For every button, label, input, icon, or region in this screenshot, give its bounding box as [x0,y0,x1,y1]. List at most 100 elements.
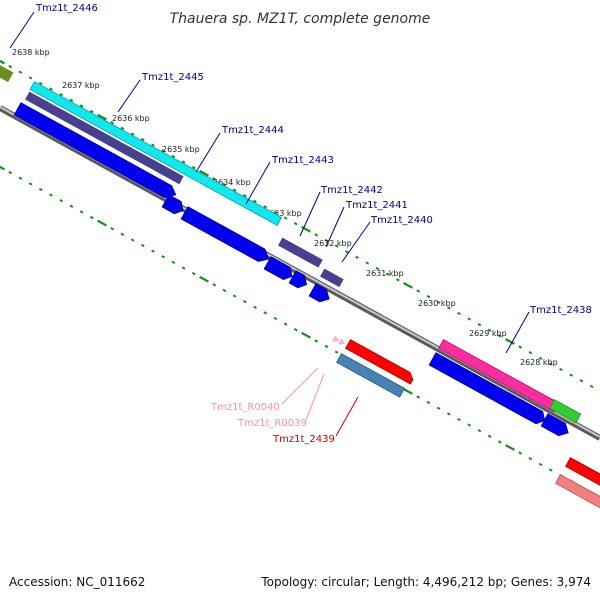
minor-tick [171,154,176,158]
gene-label-r0040[interactable]: Tmz1t_R0040 [210,402,280,413]
minor-tick [477,323,482,327]
feature-blue-7[interactable] [428,352,548,427]
minor-tick [89,215,94,220]
minor-tick [416,289,421,293]
minor-tick [344,250,349,254]
minor-tick [528,457,533,461]
feature-olive[interactable] [0,57,14,83]
minor-tick [518,451,523,455]
minor-tick [181,266,186,270]
feature-steel[interactable] [336,353,406,398]
minor-tick [49,87,53,91]
feature-blue-6[interactable] [308,283,332,305]
gene-label-2439[interactable]: Tmz1t_2439 [272,434,335,445]
minor-tick [559,367,563,372]
minor-tick [457,311,461,316]
minor-tick [171,260,176,264]
tick-label-2635: 2635 kbp [162,145,200,154]
major-tick [301,331,311,339]
minor-tick [263,311,268,315]
minor-tick [181,160,186,164]
minor-tick [314,339,319,343]
gene-labels: Tmz1t_2446 Tmz1t_2445 Tmz1t_2444 Tmz1t_2… [35,3,592,445]
feature-tmz1t-2442[interactable] [320,268,344,288]
gene-label-2441[interactable]: Tmz1t_2441 [345,200,408,211]
minor-tick [579,379,584,383]
minor-tick [59,93,64,97]
major-tick [0,59,5,65]
feature-blue-8[interactable] [540,413,571,439]
major-tick [301,225,311,233]
gene-label-2438[interactable]: Tmz1t_2438 [529,305,592,316]
minor-tick [426,294,431,299]
minor-tick [487,328,492,332]
feature-salmon-bottom[interactable] [555,474,600,513]
tick-label-2628: 2628 kbp [520,358,558,367]
gene-label-2442[interactable]: Tmz1t_2442 [320,185,383,196]
minor-tick [140,137,145,142]
minor-tick [355,255,359,259]
features [0,57,600,513]
major-tick [505,338,515,345]
minor-tick [334,244,339,248]
minor-tick [365,261,370,265]
minor-tick [293,328,298,332]
minor-tick [528,351,533,355]
feature-tmz1t-r0039[interactable] [338,338,347,347]
minor-tick [283,322,288,326]
gene-label-2445[interactable]: Tmz1t_2445 [141,72,204,83]
tick-label-2637: 2637 kbp [62,81,100,90]
minor-tick [477,429,482,433]
feature-tmz1t-r0040[interactable] [332,335,341,344]
feature-blue-3[interactable] [180,206,272,266]
minor-tick [242,194,247,198]
minor-tick [212,177,217,181]
minor-tick [283,216,288,220]
minor-tick [569,373,574,377]
feature-tmz1t-2439[interactable] [345,339,416,385]
minor-tick [457,417,461,422]
gene-label-r0039[interactable]: Tmz1t_R0039 [237,418,307,429]
minor-tick [212,283,217,287]
feature-blue-4[interactable] [263,256,295,283]
minor-tick [38,81,43,86]
minor-tick [467,423,472,427]
minor-tick [487,434,492,438]
gene-label-2444[interactable]: Tmz1t_2444 [221,125,284,136]
feature-blue-2[interactable] [161,194,186,217]
minor-tick [140,243,145,248]
minor-tick [253,199,257,203]
minor-tick [120,232,125,236]
minor-tick [324,238,329,243]
minor-tick [334,350,339,354]
feature-tmz1t-2445[interactable] [29,81,283,226]
minor-tick [69,204,74,208]
feature-tmz1t-2443[interactable] [278,237,323,268]
minor-tick [130,132,135,136]
major-tick [97,113,107,121]
minor-tick [49,193,53,197]
gene-label-2440[interactable]: Tmz1t_2440 [370,215,433,226]
tick-label-2630: 2630 kbp [418,299,456,308]
feature-blue-5[interactable] [288,270,310,291]
feature-red-bottom[interactable] [565,457,600,492]
minor-tick [191,165,196,170]
accession-text: Accession: NC_011662 [9,575,145,589]
minor-tick [385,272,390,276]
tick-label-2632: 2632 kbp [314,239,352,248]
minor-tick [8,170,13,175]
minor-tick [497,440,502,444]
minor-tick [518,345,523,349]
minor-tick [79,210,84,214]
feature-tmz1t-2444[interactable] [25,91,184,185]
gene-label-2443[interactable]: Tmz1t_2443 [271,155,334,166]
topology-text: Topology: circular; Length: 4,496,212 bp… [260,575,591,589]
minor-tick [263,205,268,209]
minor-tick [18,176,23,180]
minor-tick [79,104,84,108]
feature-green[interactable] [549,399,582,424]
tick-labels: 2638 kbp 2637 kbp 2636 kbp 2635 kbp 2634… [12,48,558,367]
gene-label-2446[interactable]: Tmz1t_2446 [35,3,98,14]
minor-tick [110,227,115,231]
